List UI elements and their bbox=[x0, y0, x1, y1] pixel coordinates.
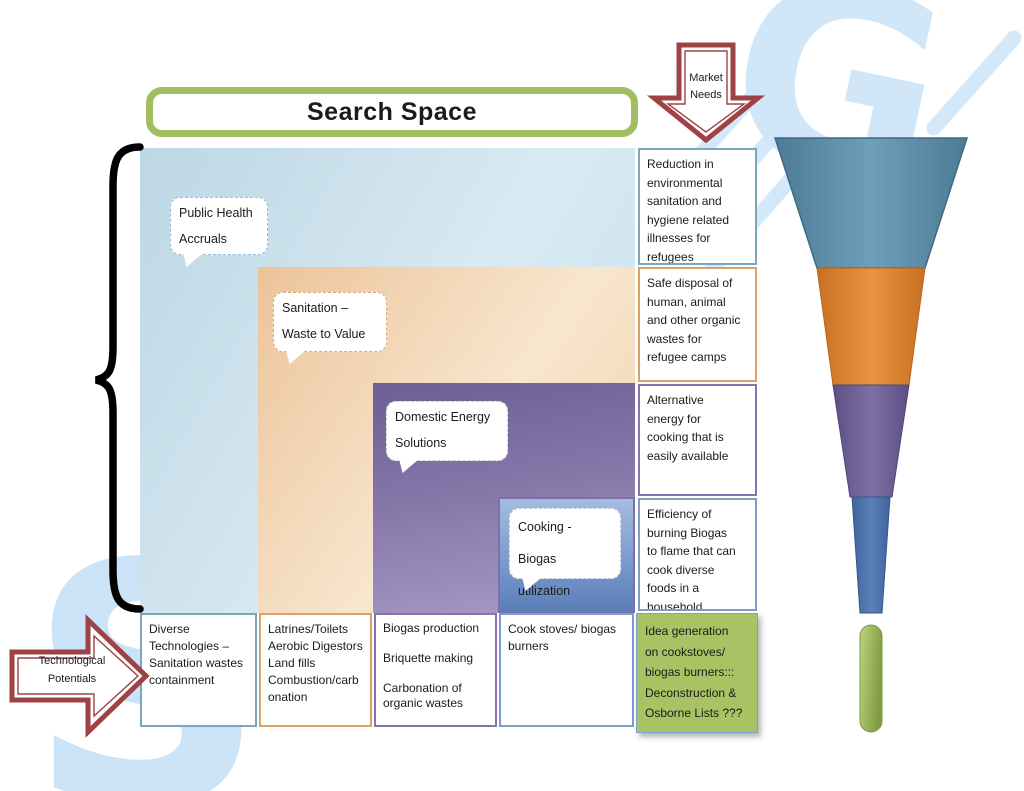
title-box-highlight bbox=[160, 101, 164, 127]
callout-cooking-biogas: Cooking - Biogas utilization bbox=[509, 508, 621, 598]
funnel-outlet-capsule bbox=[859, 624, 883, 733]
market-need-box-safe-disposal: Safe disposal of human, animal and other… bbox=[638, 267, 757, 382]
left-curly-brace-icon bbox=[94, 143, 144, 613]
callout-cooking-biogas-label: Cooking - Biogas utilization bbox=[518, 520, 572, 598]
technological-potentials-label: Technological Potentials bbox=[38, 655, 106, 685]
market-needs-down-arrow-icon bbox=[646, 42, 766, 144]
market-needs-label: Market Needs bbox=[689, 72, 723, 101]
title-box: Search Space bbox=[146, 87, 638, 137]
callout-domestic-energy-label: Domestic Energy Solutions bbox=[395, 410, 491, 450]
market-need-box-alternative-energy: Alternative energy for cooking that is e… bbox=[638, 384, 757, 496]
funnel-segment-safe-disposal bbox=[816, 267, 926, 386]
callout-sanitation: Sanitation – Waste to Value bbox=[273, 292, 387, 364]
funnel-graphic bbox=[773, 137, 969, 733]
callout-public-health-label: Public Health Accruals bbox=[179, 206, 253, 246]
market-need-box-refugee-health: Reduction in environmental sanitation an… bbox=[638, 148, 757, 265]
funnel-segment-refugee-health bbox=[773, 137, 969, 269]
idea-generation-box: Idea generation on cookstoves/ biogas bu… bbox=[636, 613, 758, 733]
tech-cell-biogas-production: Biogas production Briquette making Carbo… bbox=[374, 613, 497, 727]
tech-cell-latrines-toilets: Latrines/Toilets Aerobic Digestors Land … bbox=[259, 613, 372, 727]
tech-cell-cook-stoves: Cook stoves/ biogas burners bbox=[499, 613, 634, 727]
technological-potentials-right-arrow-icon bbox=[9, 614, 150, 738]
callout-sanitation-label: Sanitation – Waste to Value bbox=[282, 301, 366, 341]
page-title: Search Space bbox=[307, 97, 477, 126]
market-need-box-biogas-efficiency: Efficiency of burning Biogas to flame th… bbox=[638, 498, 757, 611]
funnel-segment-biogas-efficiency bbox=[851, 496, 891, 614]
funnel-segment-alternative-energy bbox=[832, 384, 910, 498]
tech-cell-diverse-technologies: Diverse Technologies – Sanitation wastes… bbox=[140, 613, 257, 727]
callout-public-health: Public Health Accruals bbox=[170, 197, 268, 267]
callout-domestic-energy: Domestic Energy Solutions bbox=[386, 401, 508, 473]
